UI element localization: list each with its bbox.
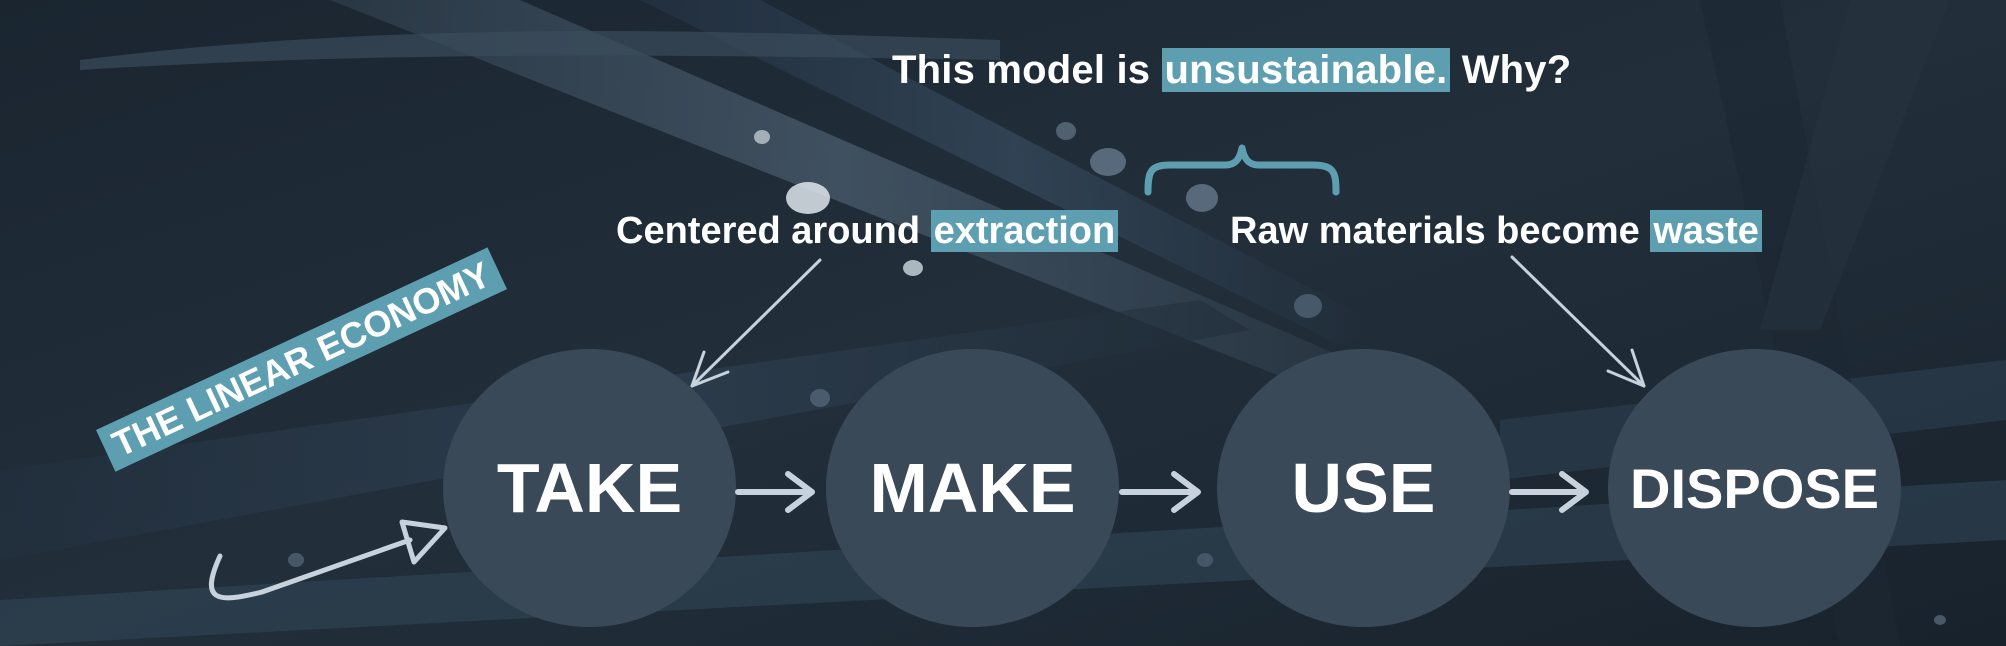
stage-make-circle: MAKE	[826, 349, 1119, 627]
stage-use-circle: USE	[1217, 349, 1510, 627]
headline-highlight: unsustainable.	[1161, 48, 1451, 92]
caption-right-prefix: Raw materials become	[1230, 210, 1651, 252]
stage-take-circle: TAKE	[443, 349, 736, 627]
stage-dispose-circle: DISPOSE	[1608, 349, 1901, 627]
stage-take-label: TAKE	[496, 449, 683, 527]
caption-extraction: Centered around extraction	[616, 210, 1119, 253]
caption-left-highlight: extraction	[930, 210, 1119, 252]
stage-use-label: USE	[1291, 449, 1436, 527]
caption-left-prefix: Centered around	[616, 210, 931, 252]
stage-dispose-label: DISPOSE	[1630, 456, 1879, 520]
caption-right-highlight: waste	[1650, 210, 1762, 252]
headline-prefix: This model is	[892, 48, 1162, 92]
headline: This model is unsustainable. Why?	[892, 48, 1571, 93]
stage-make-label: MAKE	[869, 449, 1076, 527]
headline-suffix: Why?	[1450, 48, 1572, 92]
caption-waste: Raw materials become waste	[1230, 210, 1762, 253]
